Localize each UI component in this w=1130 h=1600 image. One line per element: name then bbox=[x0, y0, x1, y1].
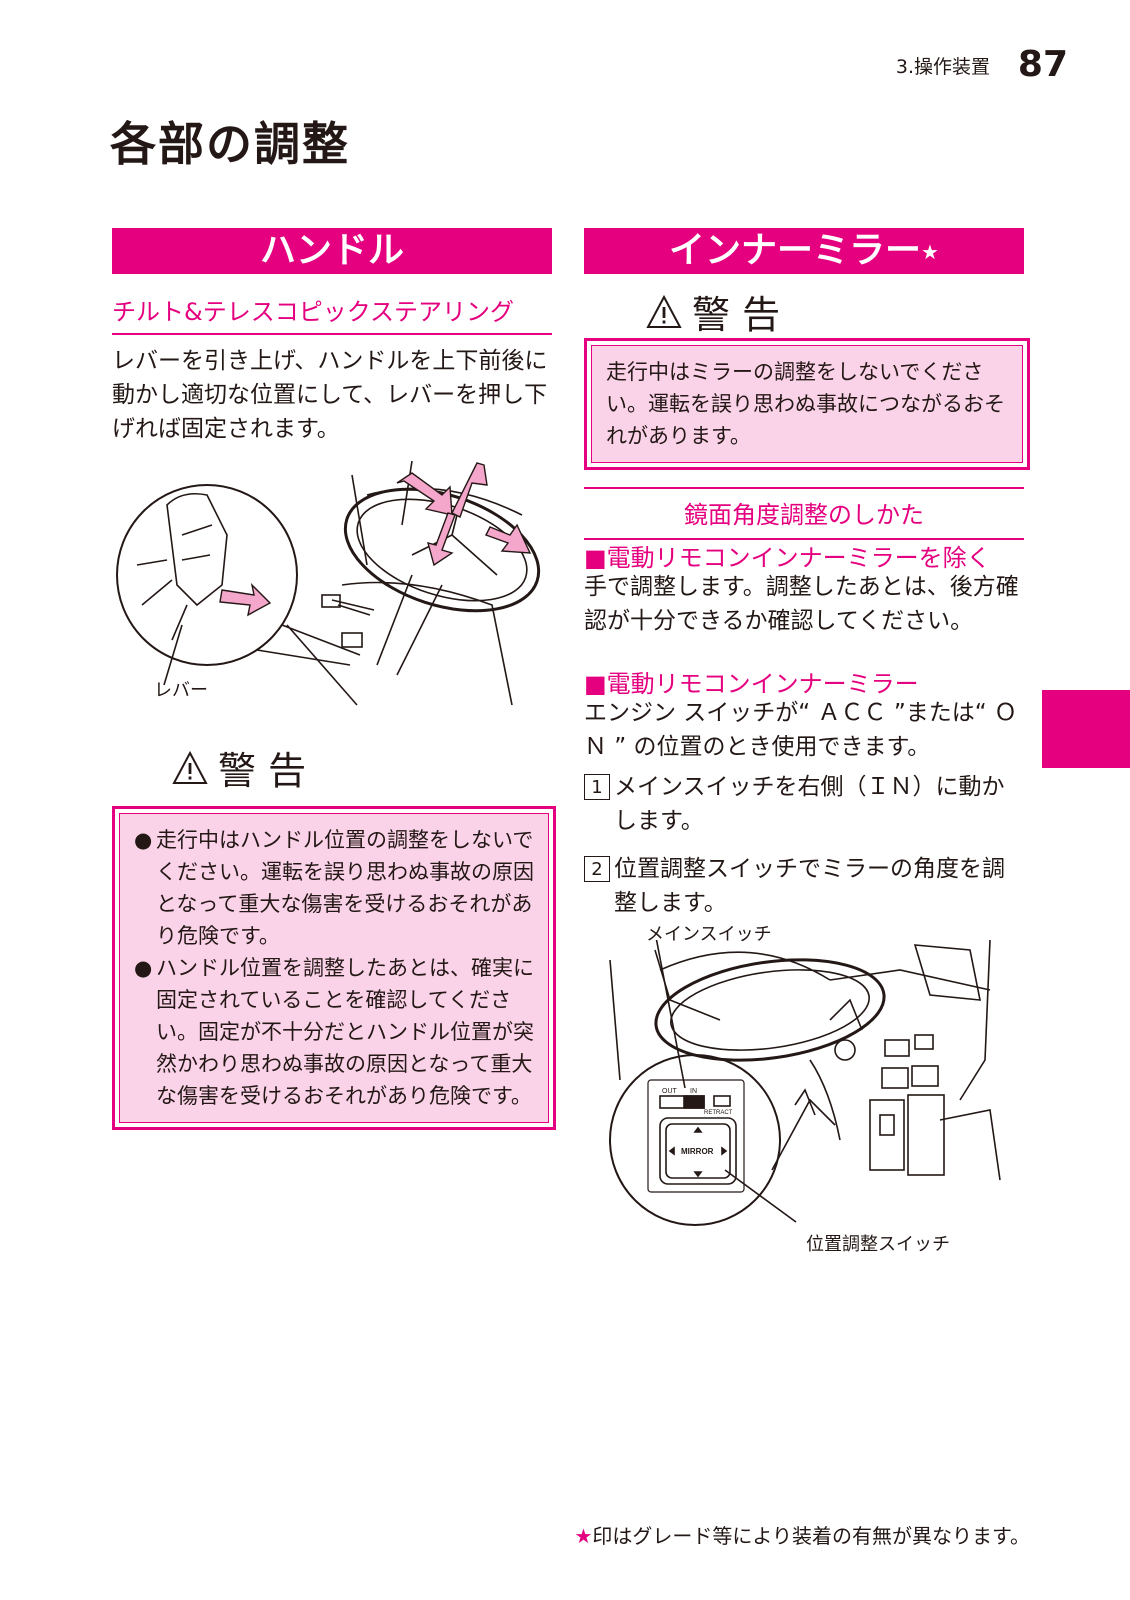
sub-heading-tilt-telescopic: チルト&テレスコピックステアリング bbox=[112, 292, 552, 335]
step-number: 2 bbox=[584, 856, 610, 882]
manual-mirror-instructions: 手で調整します。調整したあとは、後方確認が十分できるか確認してください。 bbox=[584, 574, 1019, 634]
electric-mirror-intro: エンジン スイッチが“ ＡＣＣ ”または“ ＯＮ ” の位置のとき使用できます。 bbox=[584, 700, 1017, 760]
section-band-handle: ハンドル bbox=[112, 228, 552, 274]
mirror-label: MIRROR bbox=[681, 1147, 714, 1156]
warning-box-handle: ● 走行中はハンドル位置の調整をしないでください。運転を誤り思わぬ事故の原因とな… bbox=[112, 806, 556, 1130]
bullet-icon: ● bbox=[134, 956, 153, 980]
steering-adjust-illustration bbox=[116, 460, 541, 706]
mirror-switch-illustration: OUT IN RETRACT MIRROR bbox=[609, 940, 1001, 1226]
warning-box-mirror: 走行中はミラーの調整をしないでください。運転を誤り思わぬ事故につながるおそれがあ… bbox=[584, 338, 1030, 470]
chapter-index-tab bbox=[1042, 690, 1130, 768]
lever-label: レバー bbox=[154, 680, 208, 701]
page-number: 87 bbox=[1017, 44, 1068, 85]
bullet-icon: ● bbox=[134, 828, 153, 852]
warning-bullet: ● 走行中はハンドル位置の調整をしないでください。運転を誤り思わぬ事故の原因とな… bbox=[134, 824, 534, 952]
section-band-inner-mirror: インナーミラー★ bbox=[584, 228, 1024, 274]
in-label: IN bbox=[690, 1088, 697, 1095]
step-item: 2 位置調整スイッチでミラーの角度を調整します。 bbox=[584, 852, 1024, 920]
warning-title: 警 告 bbox=[692, 293, 781, 337]
warning-title: 警 告 bbox=[218, 749, 307, 793]
star-icon: ★ bbox=[921, 240, 939, 264]
position-switch-label: 位置調整スイッチ bbox=[806, 1234, 950, 1255]
warning-text: 走行中はミラーの調整をしないでください。運転を誤り思わぬ事故につながるおそれがあ… bbox=[591, 345, 1023, 463]
mirror-angle-heading: 鏡面角度調整のしかた bbox=[584, 487, 1024, 540]
warning-bullet: ● ハンドル位置を調整したあとは、確実に固定されていることを確認してください。固… bbox=[134, 952, 534, 1112]
step-item: 1 メインスイッチを右側（ＩＮ）に動かします。 bbox=[584, 770, 1024, 838]
page-title: 各部の調整 bbox=[110, 117, 350, 171]
sub-heading-electric-mirror: ■電動リモコンインナーミラー bbox=[584, 670, 919, 698]
step-number: 1 bbox=[584, 774, 610, 800]
step-list: 1 メインスイッチを右側（ＩＮ）に動かします。 2 位置調整スイッチでミラーの角… bbox=[584, 770, 1024, 920]
main-switch-label: メインスイッチ bbox=[646, 924, 772, 945]
section-label: 3.操作装置 bbox=[895, 56, 990, 78]
warning-heading-mirror: 警 告 bbox=[646, 284, 780, 339]
footer-note: ★印はグレード等により装着の有無が異なります。 bbox=[574, 1524, 1030, 1548]
warning-heading-handle: 警 告 bbox=[172, 740, 306, 795]
warning-triangle-icon bbox=[172, 750, 208, 784]
star-icon: ★ bbox=[574, 1524, 593, 1548]
warning-triangle-icon bbox=[646, 294, 682, 328]
sub-heading-manual-mirror: ■電動リモコンインナーミラーを除く bbox=[584, 544, 991, 572]
out-label: OUT bbox=[662, 1088, 678, 1095]
handle-instructions: レバーを引き上げ、ハンドルを上下前後に動かし適切な位置にして、レバーを押し下げれ… bbox=[112, 348, 548, 442]
retract-label: RETRACT bbox=[704, 1110, 733, 1116]
